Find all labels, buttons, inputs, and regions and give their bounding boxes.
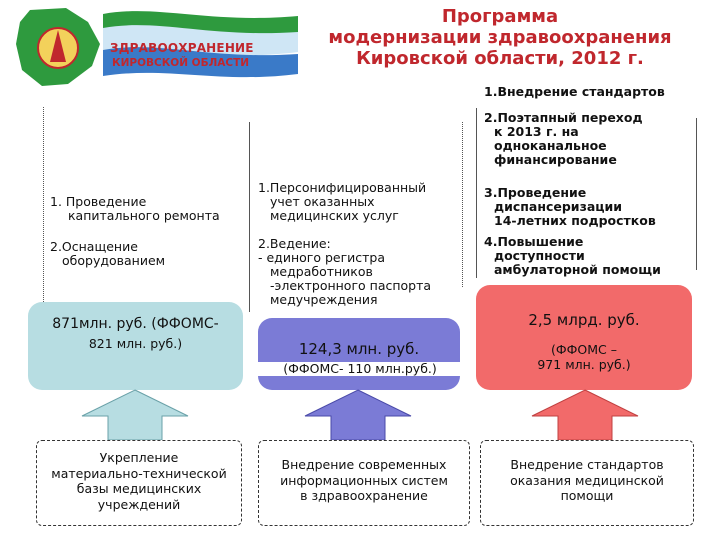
right-item-4: 4.Повышение доступности амбулаторной пом… (484, 235, 661, 277)
right-funding-box: 2,5 млрд. руб. (ФФОМС – 971 млн. руб.) (476, 285, 692, 390)
title-line: Программа (300, 6, 700, 27)
left-goal-text: Укрепление материально-технической базы … (37, 450, 241, 512)
right-funding-note-2: 971 млн. руб.) (476, 357, 692, 372)
left-divider-line (43, 107, 44, 302)
left-item-2: 2.Оснащение оборудованием (50, 240, 165, 268)
left-funding-amount: 871млн. руб. (ФФОМС- (28, 316, 243, 332)
logo-subtitle: КИРОВСКОЙ ОБЛАСТИ (112, 57, 249, 69)
page-title: Программа модернизации здравоохранения К… (300, 6, 700, 69)
middle-funding-amount: 124,3 млн. руб. (258, 340, 460, 358)
middle-goal-text: Внедрение современных информационных сис… (259, 457, 469, 504)
middle-divider-line (249, 122, 250, 312)
middle-goal-box: Внедрение современных информационных сис… (258, 440, 470, 526)
right-item-1: 1.Внедрение стандартов (484, 85, 665, 99)
left-funding-box: 871млн. руб. (ФФОМС- 821 млн. руб.) (28, 302, 243, 390)
middle-funding-note: (ФФОМС- 110 млн.руб.) (250, 362, 470, 376)
middle-right-divider-line (462, 122, 463, 287)
right-goal-box: Внедрение стандартов оказания медицинско… (480, 440, 694, 526)
left-up-arrow-icon (80, 388, 190, 442)
right-item-2: 2.Поэтапный переход к 2013 г. на однокан… (484, 111, 643, 167)
right-funding-amount: 2,5 млрд. руб. (476, 311, 692, 329)
middle-item-1: 1.Персонифицированный учет оказанных мед… (258, 181, 426, 223)
left-funding-note: 821 млн. руб.) (28, 336, 243, 351)
left-item-1: 1. Проведение капитального ремонта (50, 195, 220, 223)
right-item-3: 3.Проведение диспансеризации 14-летних п… (484, 186, 656, 228)
logo-title: ЗДРАВООХРАНЕНИЕ (110, 41, 254, 55)
right-up-arrow-icon (530, 388, 640, 442)
right-goal-text: Внедрение стандартов оказания медицинско… (481, 457, 693, 504)
middle-item-2: 2.Ведение: - единого регистра медработни… (258, 237, 431, 307)
region-logo: ЗДРАВООХРАНЕНИЕ КИРОВСКОЙ ОБЛАСТИ (0, 0, 300, 92)
middle-up-arrow-icon (303, 388, 413, 442)
middle-funding-box: 124,3 млн. руб. (258, 318, 460, 390)
title-line: модернизации здравоохранения (300, 27, 700, 48)
right-divider-line (476, 108, 477, 278)
right-funding-note-1: (ФФОМС – (476, 342, 692, 357)
title-line: Кировской области, 2012 г. (300, 48, 700, 69)
left-goal-box: Укрепление материально-технической базы … (36, 440, 242, 526)
right-edge-line (696, 118, 697, 270)
